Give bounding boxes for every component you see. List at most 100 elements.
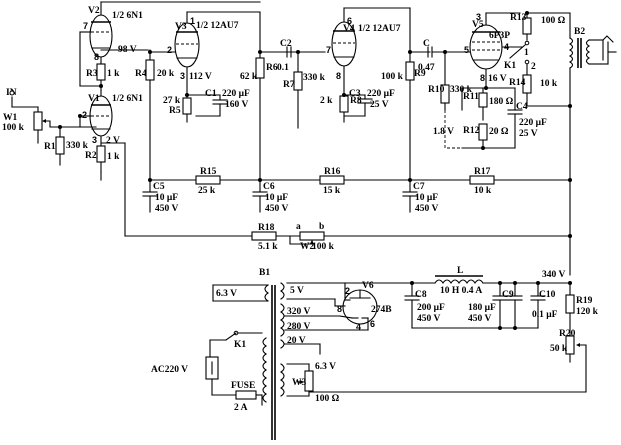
- bias-dashed-link: [444, 110, 462, 149]
- capacitor-coupling: [427, 46, 471, 58]
- resistor-r1: [55, 126, 65, 166]
- junction-dots-psu: [410, 281, 572, 330]
- r10-ref: R10: [428, 85, 445, 95]
- r5-value: 27 k: [163, 96, 181, 106]
- r14-value: 10 k: [540, 79, 558, 89]
- resistor-r11: [478, 87, 488, 121]
- c3-value1: 220 μF: [367, 89, 395, 99]
- r1-ref: R1: [44, 142, 56, 152]
- c10-value: 0.1 μF: [532, 310, 558, 320]
- c5-ref: C5: [153, 182, 165, 192]
- v5-pin-5: 5: [464, 45, 469, 55]
- r10-value: 330 k: [450, 85, 473, 95]
- v5-pin-3: 3: [476, 12, 481, 22]
- heater-63-left: 6.3 V: [216, 289, 237, 299]
- fuse-value: 2 A: [234, 403, 248, 413]
- resistor-r2: [96, 145, 106, 173]
- fuse-label: FUSE: [231, 381, 255, 391]
- r12-ref: R12: [463, 126, 480, 136]
- v2-type: 1/2 6N1: [112, 11, 143, 21]
- c3-value2: 25 V: [370, 100, 389, 110]
- mains-switch-k1: [209, 330, 263, 341]
- potentiometer-w1: [33, 106, 97, 144]
- b1-ref: B1: [259, 268, 270, 278]
- r4-value: 20 k: [157, 69, 175, 79]
- r17-ref: R17: [474, 167, 491, 177]
- r2-ref: R2: [85, 151, 97, 161]
- w1-ref: W1: [3, 113, 18, 123]
- v1-type: 1/2 6N1: [112, 94, 143, 104]
- v6-pin-4: 4: [356, 322, 361, 332]
- w3-ref: W3: [292, 378, 307, 388]
- v1-voltage: 2 V: [106, 136, 120, 146]
- resistor-r15: [195, 175, 221, 185]
- r6-ref: R6: [266, 63, 278, 73]
- choke-value: 10 H 0.4 A: [440, 286, 482, 296]
- r18-ref: R18: [258, 223, 275, 233]
- ac-plug: [205, 339, 237, 396]
- v5-bias: 1.8 V: [433, 127, 454, 137]
- output-transformer-b2: [568, 12, 604, 276]
- v5-type: 6P3P: [489, 31, 510, 41]
- resistor-r7: [293, 51, 303, 129]
- choke-ref: L: [457, 266, 463, 276]
- tube-v6: [334, 282, 378, 331]
- r20-value: 50 k: [550, 344, 568, 354]
- r7-value: 330 k: [303, 73, 326, 83]
- w2-value: 100 k: [312, 242, 335, 252]
- v2-pin-7: 7: [83, 21, 88, 31]
- r13-ref: R13: [510, 13, 527, 23]
- c8-ref: C8: [415, 290, 427, 300]
- r13-value: 100 Ω: [541, 16, 566, 26]
- r20-ref: R20: [559, 329, 576, 339]
- resistor-r9: [405, 7, 415, 181]
- r8-value: 2 k: [320, 96, 333, 106]
- c6-value1: 10 μF: [265, 193, 288, 203]
- choke-l: [434, 275, 571, 284]
- r11-ref: R11: [463, 92, 479, 102]
- power-transformer-b1: [212, 282, 285, 440]
- c4-ref: C4: [516, 102, 528, 112]
- capacitor-c1: [195, 94, 228, 117]
- v6-ref: V6: [362, 281, 374, 291]
- v5-pin-8: 8: [480, 73, 485, 83]
- r5-ref: R5: [169, 106, 181, 116]
- r17-value: 10 k: [474, 186, 492, 196]
- w2-tap-a: a: [296, 222, 301, 232]
- resistor-r10: [440, 51, 450, 111]
- r4-ref: R4: [135, 69, 147, 79]
- r1-value: 330 k: [66, 141, 89, 151]
- v1-pin-3: 3: [92, 135, 97, 145]
- c9-value1: 180 μF: [468, 303, 496, 313]
- sec-5v: 5 V: [290, 286, 304, 296]
- v4-pin-6: 6: [347, 16, 352, 26]
- v4-pin-8: 8: [336, 71, 341, 81]
- v6-pin-6: 6: [370, 319, 375, 329]
- v4-type: 1/2 12AU7: [358, 24, 401, 34]
- r19-ref: R19: [576, 296, 593, 306]
- resistor-r20: [308, 335, 587, 393]
- resistor-r8: [339, 95, 349, 123]
- resistor-r19: [565, 282, 575, 337]
- resistor-r6: [255, 11, 265, 181]
- resistor-r5: [182, 94, 192, 123]
- capacitor-c9b: [507, 282, 523, 329]
- c8-value2: 450 V: [417, 314, 440, 324]
- v6-pin-2: 2: [345, 286, 350, 296]
- c5-value1: 10 μF: [155, 193, 178, 203]
- v6-pin-8: 8: [337, 304, 342, 314]
- w2-tap-b: b: [319, 222, 324, 232]
- resistor-r16: [319, 175, 345, 185]
- v6-type: 274B: [371, 305, 392, 315]
- b2-ref: B2: [574, 27, 585, 37]
- r3-value: 1 k: [107, 69, 120, 79]
- v4-pin-7: 7: [326, 45, 331, 55]
- sec-20v: 20 V: [287, 336, 306, 346]
- k1-ref: K1: [504, 61, 516, 71]
- c2-ref: C2: [280, 39, 292, 49]
- c7-value1: 10 μF: [415, 193, 438, 203]
- v1-pin-2: 2: [82, 110, 87, 120]
- v3-pin-1: 1: [190, 16, 195, 26]
- capacitor-c7: [402, 179, 418, 213]
